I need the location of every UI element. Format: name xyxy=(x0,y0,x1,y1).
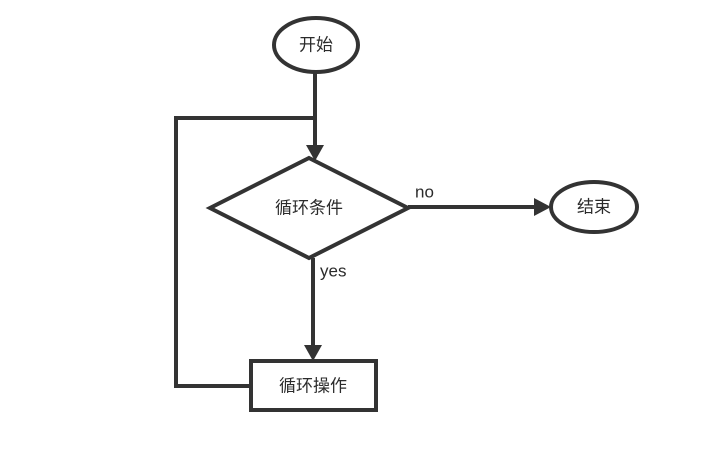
node-operation[interactable]: 循环操作 xyxy=(249,359,378,412)
process-rect-shape[interactable] xyxy=(249,359,378,412)
node-condition[interactable]: 循环条件 xyxy=(205,155,413,261)
condition-label: 循环条件 xyxy=(275,198,343,217)
edge-start-to-condition xyxy=(306,72,324,161)
node-start[interactable]: 开始 xyxy=(272,16,360,74)
start-label: 开始 xyxy=(299,35,333,54)
end-ellipse-shape[interactable] xyxy=(549,180,639,234)
arrow-head-icon xyxy=(304,345,322,361)
arrow-head-icon xyxy=(534,198,551,216)
operation-label: 循环操作 xyxy=(279,376,347,395)
edge-condition-to-end: no xyxy=(408,182,551,216)
edge-condition-to-operation: yes xyxy=(304,258,346,361)
edge-label-no: no xyxy=(415,182,434,201)
edge-operation-to-condition xyxy=(174,116,313,388)
start-ellipse-shape[interactable] xyxy=(272,16,360,74)
end-label: 结束 xyxy=(577,197,611,216)
arrow-head-icon xyxy=(306,145,324,161)
decision-diamond-shape[interactable] xyxy=(205,155,413,261)
node-end[interactable]: 结束 xyxy=(549,180,639,234)
connector-loop-path xyxy=(174,116,313,388)
edge-label-yes: yes xyxy=(320,261,346,280)
